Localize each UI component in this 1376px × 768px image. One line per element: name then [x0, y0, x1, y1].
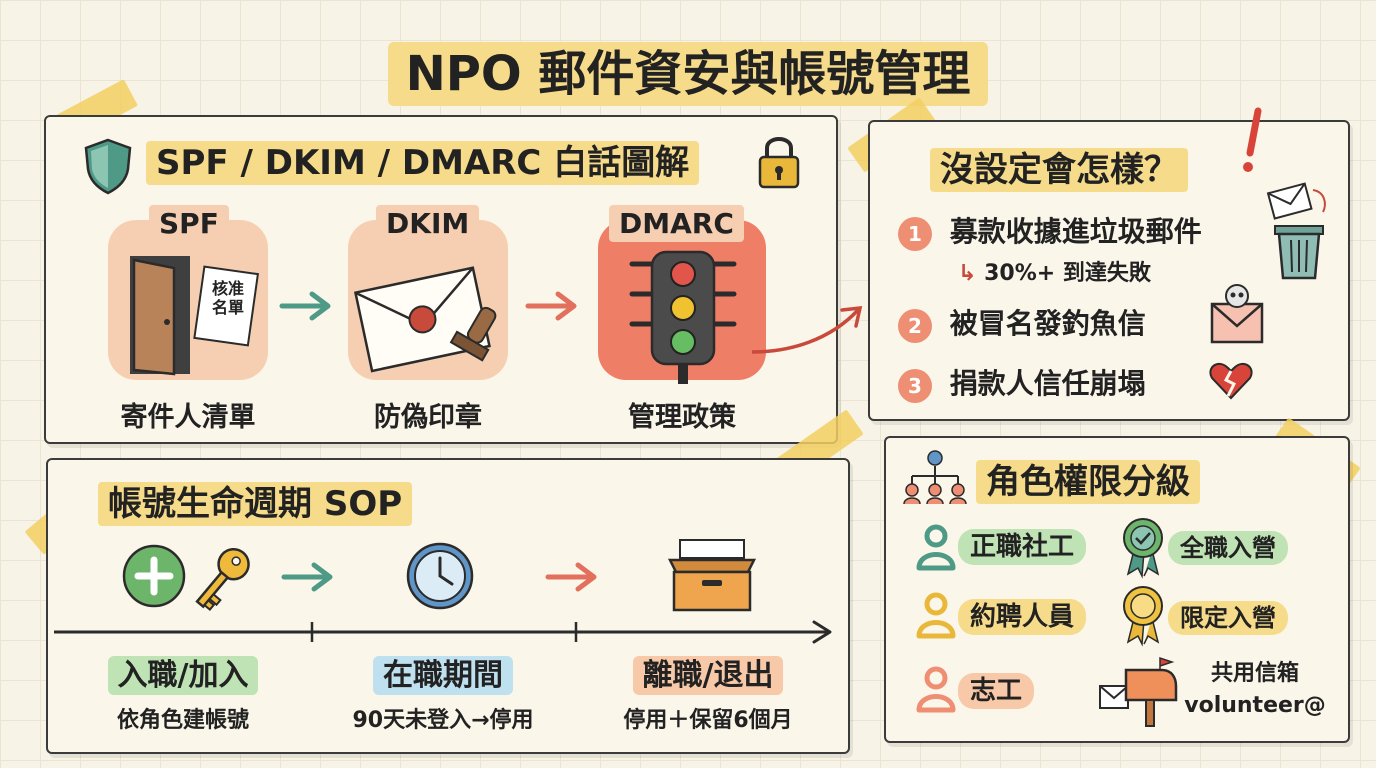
risks-card: 沒設定會怎樣？ 1 募款收據進垃圾郵件 ↳ 30%+ 到達失敗 2 被冒名發釣魚… [868, 107, 1350, 421]
arrow-right-icon [279, 291, 331, 321]
connector-arrow [751, 305, 863, 354]
risk-text: 捐款人信任崩塌 [949, 367, 1146, 400]
sign-line: 核准 [211, 279, 244, 298]
user-icon [916, 524, 956, 571]
page-title-text: NPO 郵件資安與帳號管理 [387, 42, 989, 106]
arrow-right-icon [525, 291, 577, 321]
risk-sub-text: 30%+ 到達失敗 [984, 261, 1151, 286]
arrow-right-icon [281, 562, 333, 592]
spf-caption: 寄件人清單 [120, 402, 256, 433]
lifecycle-card: 帳號生命週期 SOP 入職/加入 依角色建帳號 [46, 458, 850, 754]
traffic-light-icon [629, 250, 737, 384]
org-chart-icon [903, 450, 967, 505]
timeline-axis [54, 620, 832, 644]
stage-label: 在職期間 [373, 656, 513, 695]
dkim-tag: DKIM [376, 205, 480, 242]
user-icon [916, 592, 956, 639]
role-label: 約聘人員 [958, 599, 1087, 635]
stage-desc: 90天未登入→停用 [352, 708, 534, 733]
stamp-icon [449, 306, 497, 362]
arrow-right-icon [545, 562, 597, 592]
award-badge-icon [1123, 518, 1163, 579]
risk-sub: ↳ 30%+ 到達失敗 [958, 255, 1151, 287]
email-auth-heading: SPF / DKIM / DMARC 白話圖解 [146, 141, 700, 185]
access-label: 共用信箱 [1210, 661, 1299, 686]
risk-text: 募款收據進垃圾郵件 [949, 215, 1202, 248]
exclamation-icon [1243, 107, 1262, 172]
clock-icon [406, 542, 474, 610]
role-label: 正職社工 [958, 529, 1087, 565]
risks-heading: 沒設定會怎樣？ [930, 148, 1188, 192]
key-icon [195, 547, 250, 611]
user-icon [916, 666, 956, 713]
lifecycle-heading: 帳號生命週期 SOP [98, 482, 413, 526]
stage-label: 入職/加入 [107, 656, 259, 695]
broken-heart-icon [1209, 362, 1253, 400]
email-auth-card: SPF / DKIM / DMARC 白話圖解 SPF 核准 名單 寄件人清單 … [44, 115, 838, 444]
dmarc-tag: DMARC [609, 205, 744, 242]
shield-icon [84, 138, 132, 195]
access-label: 全職入營 [1168, 531, 1288, 565]
role-label: 志工 [958, 673, 1035, 709]
risk-number: 3 [898, 369, 932, 403]
page-title: NPO 郵件資安與帳號管理 [0, 34, 1376, 106]
dkim-caption: 防偽印章 [374, 402, 482, 433]
dmarc-caption: 管理政策 [628, 402, 736, 433]
trash-icon [1266, 182, 1326, 280]
add-icon [122, 544, 186, 608]
door-icon [130, 256, 190, 376]
sign-line: 名單 [211, 298, 244, 317]
stage-desc: 停用＋保留6個月 [623, 708, 793, 733]
spf-tag: SPF [149, 205, 229, 242]
risk-number: 1 [898, 217, 932, 251]
lock-icon [758, 137, 800, 189]
approved-list-icon [193, 265, 260, 347]
roles-heading: 角色權限分級 [976, 460, 1200, 504]
access-label: 限定入營 [1168, 601, 1288, 635]
risk-text: 被冒名發釣魚信 [949, 307, 1146, 340]
stage-label: 離職/退出 [632, 656, 784, 695]
archive-box-icon [667, 539, 757, 612]
award-badge-icon [1123, 586, 1163, 647]
stage-desc: 依角色建帳號 [116, 708, 249, 733]
risk-number: 2 [898, 309, 932, 343]
return-arrow-icon: ↳ [958, 261, 977, 286]
mailbox-icon [1099, 656, 1178, 727]
roles-card: 角色權限分級 正職社工 全職入營 約聘人員 限定入營 志工 共用信箱 volun… [884, 436, 1350, 743]
access-sub-label: volunteer@ [1184, 693, 1326, 718]
phishing-mail-icon [1210, 284, 1264, 344]
